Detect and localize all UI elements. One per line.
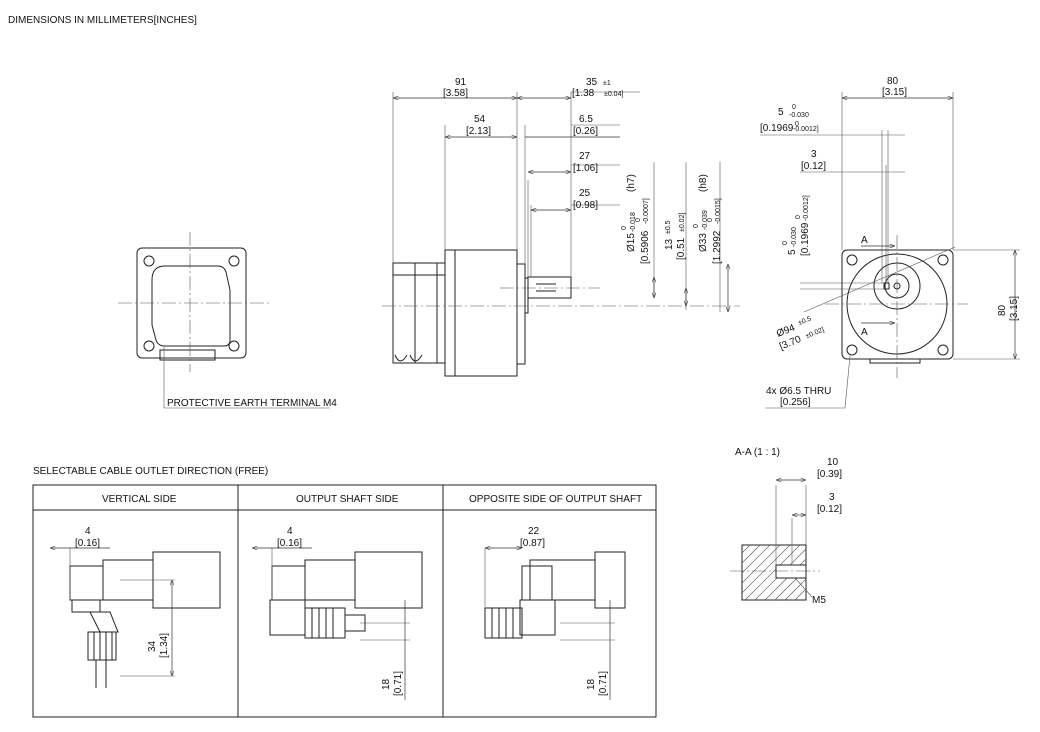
key-depth: 5 [787,249,798,255]
earth-terminal-label: PROTECTIVE EARTH TERMINAL M4 [167,398,337,409]
dim-6-5: 6.5 [579,114,593,125]
shaft-fit: (h7) [626,174,637,192]
pilot-dia-tol-up: 0 [693,224,700,228]
key-width-tol-up: 0 [792,104,796,111]
vertical-side-view: 4 [0.16] 34 [1.34] [50,526,221,688]
drawing-header: DIMENSIONS IN MILLIMETERS[INCHES] [8,15,197,26]
key-width-in: [0.1969 [760,123,794,134]
section-mark-bottom: A [861,327,868,338]
column-header-opposite: OPPOSITE SIDE OF OUTPUT SHAFT [469,494,642,505]
dim-80-height: 80 [997,304,1008,316]
shaft-dia-in-tol-up: 0 [635,218,642,222]
dim-91: 91 [455,77,467,88]
dim-54: 54 [474,114,486,125]
vertical-dim-34-in: [1.34] [159,633,170,658]
dim-6-5-in: [0.26] [573,126,598,137]
vertical-dim-4-in: [0.16] [75,538,100,549]
output-dim-4: 4 [287,526,293,537]
section-dim-10-in: [0.39] [817,469,842,480]
key-width: 5 [778,107,784,118]
key-width-tol-lo: -0.030 [789,112,809,119]
shaft-dia: Ø15 [626,233,637,252]
pilot-dia-tol-lo: -0.039 [702,210,709,230]
key-depth-tol-up: 0 [782,241,789,245]
section-dim-3: 3 [829,492,835,503]
dim-13-in: [0.51 [676,237,687,260]
dim-13-tol: ±0.5 [665,220,672,234]
section-a-a: A-A (1 : 1) 10 [0.39] 3 [0.12] M5 [730,447,842,606]
output-shaft-side-view: 4 [0.16] 18 [0.71] [252,526,423,700]
pilot-dia: Ø33 [698,233,709,252]
dim-35-tol: ±1 [603,80,611,87]
dim-13: 13 [664,238,675,250]
key-depth-in-tol-up: 0 [795,215,802,219]
opposite-dim-22-in: [0.87] [520,538,545,549]
output-dim-18-in: [0.71] [393,671,404,696]
vertical-dim-34: 34 [147,640,158,652]
dim-27-in: [1.06] [573,163,598,174]
dim-91-in: [3.58] [443,88,468,99]
opposite-dim-18-in: [0.71] [598,671,609,696]
key-width-in-tol-up: 0 [795,121,799,128]
key-depth-in: [0.1969 [800,222,811,256]
key-depth-tol-lo: -0.030 [791,227,798,247]
vertical-dim-4: 4 [85,526,91,537]
dim-35-in-tol: ±0.04] [604,91,623,98]
pilot-dia-in-tol-lo: -0.0015] [715,198,722,224]
shaft-dia-in: [0.5906 [640,230,651,264]
output-dim-4-in: [0.16] [277,538,302,549]
dim-3-in: [0.12] [801,161,826,172]
opposite-dim-18: 18 [586,678,597,690]
mounting-holes: 4x Ø6.5 THRU [766,386,831,397]
section-mark-top: A [861,235,868,246]
opposite-side-view: 22 [0.87] 18 [0.71] [484,526,626,700]
shaft-dia-in-tol-lo: -0.0007] [643,198,650,224]
pcd-tol: ±0.5 [797,315,812,327]
opposite-dim-22: 22 [528,526,540,537]
rear-view: PROTECTIVE EARTH TERMINAL M4 [118,232,337,409]
shaft-dia-tol-up: 0 [621,226,628,230]
side-view: 91 [3.58] 35 ±1 [1.38 ±0.04] 54 [2.13] 6… [382,77,740,377]
front-view: 80 [3.15] 5 0 -0.030 [0.1969 0 -0.0012] … [760,76,1020,409]
thread-label: M5 [812,595,826,606]
key-depth-in-tol-lo: -0.0012] [803,195,810,221]
section-dim-3-in: [0.12] [817,504,842,515]
dim-25-in: [0.98] [573,200,598,211]
pilot-fit: (h8) [698,174,709,192]
column-header-vertical: VERTICAL SIDE [102,494,177,505]
mounting-holes-in: [0.256] [780,397,811,408]
dim-80-height-in: [3.15] [1009,296,1020,321]
dim-27: 27 [579,151,591,162]
dim-25: 25 [579,188,591,199]
dim-3: 3 [811,149,817,160]
column-header-output: OUTPUT SHAFT SIDE [296,494,399,505]
dim-54-in: [2.13] [466,126,491,137]
dim-13-in-tol: ±0.02] [679,213,686,232]
output-dim-18: 18 [381,678,392,690]
section-title: A-A (1 : 1) [735,447,780,458]
cable-outlet-table: SELECTABLE CABLE OUTLET DIRECTION (FREE)… [32,466,657,718]
pilot-dia-in: [1.2992 [712,230,723,264]
pilot-dia-in-tol-up: 0 [707,218,714,222]
key-width-in-tol-lo: -0.0012] [793,126,819,133]
section-dim-10: 10 [827,457,839,468]
pcd-in-tol: ±0.02] [805,326,826,340]
dim-80-width: 80 [887,76,899,87]
dim-35: 35 [586,77,598,88]
dim-35-in: [1.38 [572,88,595,99]
dim-80-width-in: [3.15] [882,87,907,98]
shaft-dia-tol-lo: -0.018 [630,212,637,232]
table-title: SELECTABLE CABLE OUTLET DIRECTION (FREE) [33,466,268,477]
